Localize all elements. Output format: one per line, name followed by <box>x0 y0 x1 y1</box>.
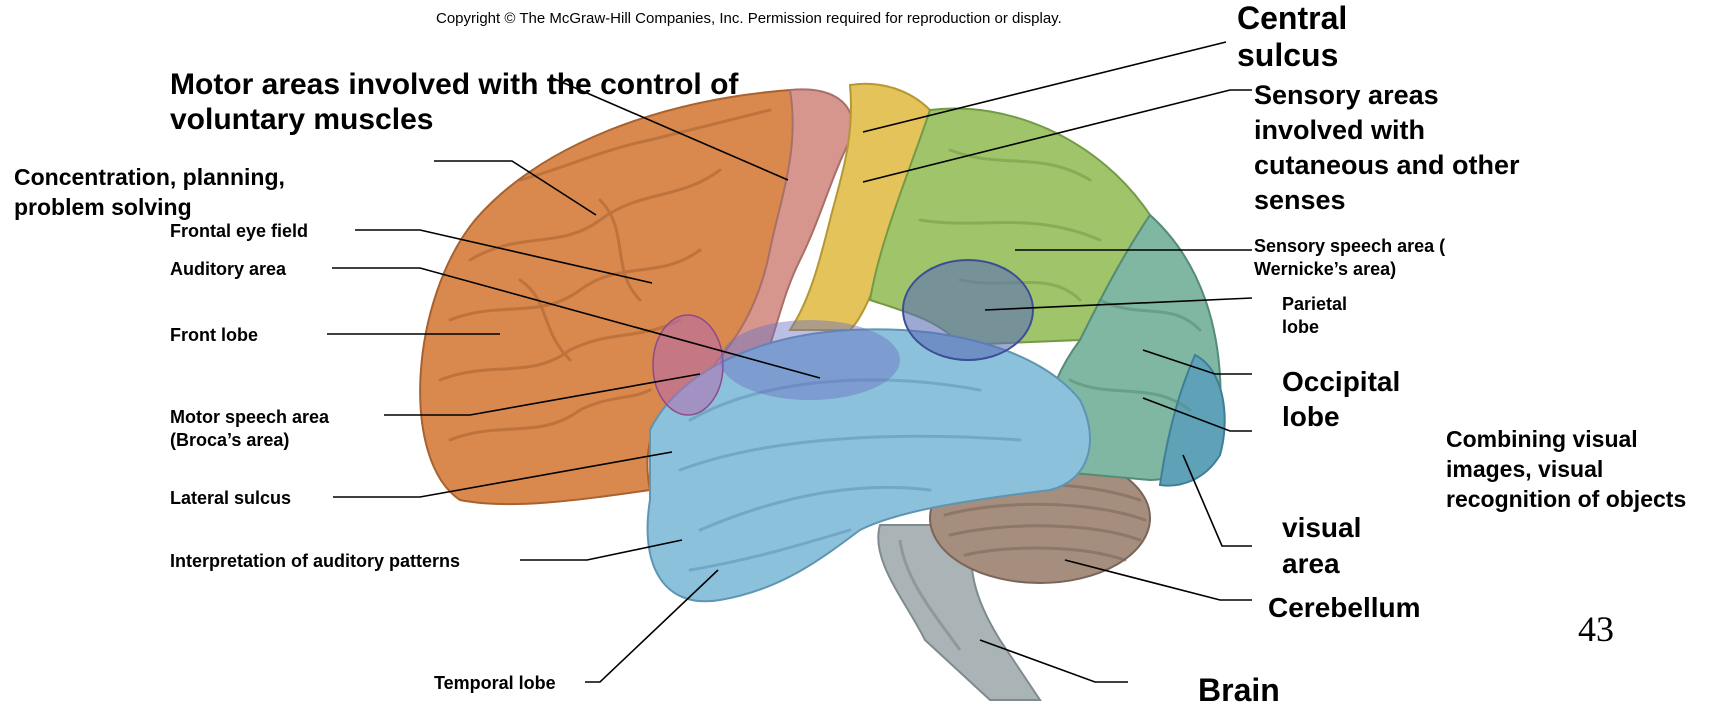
label-combining-visual: Combining visual images, visual recognit… <box>1446 425 1716 515</box>
label-brain: Brain <box>1198 672 1280 709</box>
slide-number: 43 <box>1578 608 1614 650</box>
label-temporal-lobe: Temporal lobe <box>434 673 556 693</box>
label-sensory-areas: Sensory areas involved with cutaneous an… <box>1254 78 1554 218</box>
label-occipital-lobe: Occipital lobe <box>1282 364 1432 434</box>
label-lateral-sulcus: Lateral sulcus <box>170 488 291 508</box>
label-auditory-area: Auditory area <box>170 259 286 279</box>
label-visual-area: visual area <box>1282 510 1402 583</box>
auditory-area-overlay <box>720 320 900 400</box>
label-frontal-eye-field: Frontal eye field <box>170 221 308 241</box>
label-motor-speech: Motor speech area (Broca’s area) <box>170 406 370 453</box>
label-central-sulcus: Central sulcus <box>1237 0 1407 74</box>
label-parietal-lobe: Parietal lobe <box>1282 293 1372 340</box>
label-motor-areas: Motor areas involved with the control of… <box>170 68 750 137</box>
label-cerebellum: Cerebellum <box>1268 590 1421 626</box>
wernicke-area-overlay <box>903 260 1033 360</box>
broca-area-overlay <box>653 315 723 415</box>
label-sensory-speech: Sensory speech area ( Wernicke’s area) <box>1254 235 1484 282</box>
label-interpretation-auditory: Interpretation of auditory patterns <box>170 551 460 571</box>
label-concentration: Concentration, planning, problem solving <box>14 163 344 223</box>
label-front-lobe: Front lobe <box>170 325 258 345</box>
